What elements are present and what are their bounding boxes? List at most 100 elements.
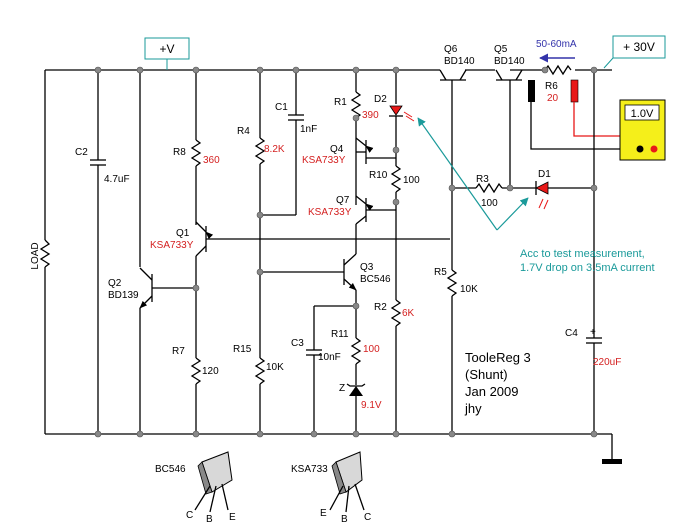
title-line2: (Shunt) — [465, 367, 508, 382]
transistor-q3 — [343, 253, 357, 291]
d1-ref: D1 — [538, 169, 551, 180]
q6-part: BD140 — [444, 56, 475, 67]
c4-polarity: + — [590, 327, 596, 338]
q1-ref: Q1 — [176, 228, 190, 239]
package-ksa733-name: KSA733 — [291, 464, 328, 475]
r6-ref: R6 — [545, 81, 558, 92]
q1-part: KSA733Y — [150, 240, 194, 251]
q4-part: KSA733Y — [302, 155, 346, 166]
r4-ref: R4 — [237, 126, 250, 137]
zener-diode — [346, 383, 366, 396]
c2-value: 4.7uF — [104, 174, 130, 185]
r5-ref: R5 — [434, 267, 447, 278]
voltmeter: 1.0V — [619, 99, 666, 161]
led-d2 — [389, 105, 415, 122]
q4-ref: Q4 — [330, 144, 344, 155]
positive-rail-label: +V — [144, 37, 190, 70]
bc546-pin-b: B — [206, 514, 213, 525]
package-ksa733: KSA733 E B C — [291, 451, 371, 525]
c1-value: 1nF — [300, 124, 317, 135]
r6-value: 20 — [547, 93, 559, 104]
r10-ref: R10 — [369, 170, 388, 181]
resistor-r2 — [390, 299, 402, 327]
title-line1: TooleReg 3 — [465, 350, 531, 365]
package-bc546: BC546 C B E — [155, 451, 236, 525]
annotation-line2: 1.7V drop on 3.5mA current — [520, 262, 655, 274]
r2-ref: R2 — [374, 302, 387, 313]
r4-value: 8.2K — [264, 144, 285, 155]
r11-value: 100 — [363, 344, 380, 355]
c3-ref: C3 — [291, 338, 304, 349]
r8-ref: R8 — [173, 147, 186, 158]
transistor-q2 — [139, 267, 153, 309]
svg-text:+V: +V — [159, 42, 174, 56]
r15-ref: R15 — [233, 344, 252, 355]
junction-nodes — [94, 66, 598, 438]
resistor-r4 — [254, 137, 266, 165]
r1-value: 390 — [362, 110, 379, 121]
q7-ref: Q7 — [336, 195, 350, 206]
led-d1 — [535, 181, 549, 210]
transistor-q1 — [195, 221, 214, 257]
capacitor-c1 — [288, 114, 304, 121]
meter-terminal-black — [636, 145, 644, 153]
load-resistor — [39, 239, 51, 268]
bc546-pin-e: E — [229, 512, 236, 523]
load-label: LOAD — [30, 242, 41, 269]
svg-text:+ 30V: + 30V — [623, 40, 655, 54]
r2-value: 6K — [402, 308, 415, 319]
q3-part: BC546 — [360, 274, 391, 285]
title-block: TooleReg 3 (Shunt) Jan 2009 jhy — [464, 350, 531, 416]
r7-value: 120 — [202, 366, 219, 377]
q7-part: KSA733Y — [308, 207, 352, 218]
transistor-q6 — [439, 69, 467, 81]
transistor-q7 — [355, 195, 374, 225]
c3-value: 10nF — [318, 352, 341, 363]
resistor-r5 — [446, 269, 458, 297]
r1-ref: R1 — [334, 97, 347, 108]
resistor-r7 — [190, 357, 202, 385]
resistor-r1 — [350, 91, 362, 119]
q2-part: BD139 — [108, 290, 139, 301]
zener-value: 9.1V — [361, 400, 382, 411]
resistor-r6 — [544, 64, 572, 76]
r8-value: 360 — [203, 155, 220, 166]
transistor-q5 — [495, 69, 523, 81]
d2-ref: D2 — [374, 94, 387, 105]
ksa733-pin-b: B — [341, 514, 348, 525]
zener-ref: Z — [339, 383, 345, 394]
transistor-q4 — [355, 137, 396, 164]
supply-label: + 30V — [603, 35, 666, 69]
current-label: 50-60mA — [536, 39, 577, 50]
r3-ref: R3 — [476, 174, 489, 185]
r5-value: 10K — [460, 284, 478, 295]
title-line4: jhy — [464, 401, 482, 416]
meter-terminal-red — [650, 145, 658, 153]
meter-reading: 1.0V — [631, 108, 654, 120]
meter-probe-black — [528, 80, 640, 150]
resistor-r11 — [350, 337, 362, 365]
c4-value: 220uF — [593, 357, 621, 368]
r3-value: 100 — [481, 198, 498, 209]
r7-ref: R7 — [172, 346, 185, 357]
ground-symbol — [602, 459, 622, 464]
q5-ref: Q5 — [494, 44, 508, 55]
capacitor-c2 — [90, 159, 106, 166]
q5-part: BD140 — [494, 56, 525, 67]
c1-ref: C1 — [275, 102, 288, 113]
resistor-r3 — [475, 182, 503, 194]
annotation-line1: Acc to test measurement, — [520, 248, 645, 260]
c4-ref: C4 — [565, 328, 578, 339]
q6-ref: Q6 — [444, 44, 458, 55]
capacitor-c4 — [586, 337, 602, 344]
r11-ref: R11 — [331, 329, 349, 340]
measurement-annotation: Acc to test measurement, 1.7V drop on 3.… — [417, 117, 655, 274]
title-line3: Jan 2009 — [465, 384, 519, 399]
c2-ref: C2 — [75, 147, 88, 158]
ksa733-pin-c: C — [364, 512, 371, 523]
resistor-r8 — [190, 139, 202, 167]
package-bc546-name: BC546 — [155, 464, 186, 475]
resistor-r10 — [390, 165, 402, 193]
resistor-r15 — [254, 357, 266, 385]
